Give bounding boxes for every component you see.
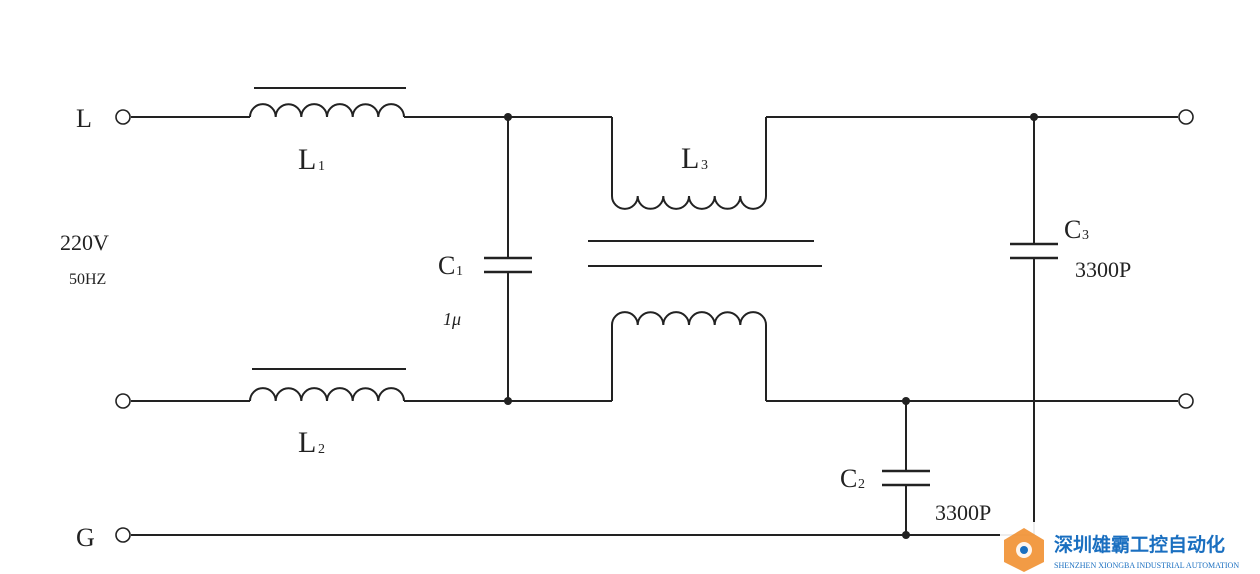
terminal-n-input (115, 393, 131, 409)
inductor-l1-coil (249, 103, 405, 118)
inductor-l1 (249, 87, 406, 118)
supply-frequency-label: 50HZ (69, 271, 106, 288)
label-c1-value: 1μ (443, 309, 461, 329)
capacitor-c3 (1010, 242, 1058, 260)
capacitor-c2 (882, 469, 930, 487)
terminal-label-ground: G (76, 523, 95, 552)
junction-c1-top (504, 113, 512, 121)
watermark-subtitle: SHENZHEN XIONGBA INDUSTRIAL AUTOMATION (1054, 561, 1239, 570)
junction-c3-top (1030, 113, 1038, 121)
terminal-g-input (115, 527, 131, 543)
terminal-n-output (1178, 393, 1194, 409)
label-l2-sub: 2 (318, 442, 325, 457)
label-c3: C 3 3300P (1064, 215, 1131, 282)
label-c1: C 1 1μ (438, 251, 463, 329)
label-l1-sub: 1 (318, 159, 325, 174)
inductor-l3 (588, 195, 822, 326)
terminal-l-input (115, 109, 131, 125)
inductor-l3-bottom-winding (611, 311, 767, 326)
supply-voltage-label: 220V (60, 230, 109, 255)
label-l3-letter: L (681, 142, 699, 175)
label-c2-letter: C (840, 464, 857, 493)
inductor-l2-coil (249, 387, 405, 402)
watermark-logo-icon (1004, 528, 1044, 572)
label-l1: L 1 (298, 143, 325, 176)
label-l3: L 3 (681, 142, 708, 175)
capacitor-c1 (484, 256, 532, 274)
junction-c2-bottom (902, 531, 910, 539)
label-c2: C 2 3300P (840, 464, 991, 525)
label-c3-sub: 3 (1082, 228, 1089, 243)
label-c3-letter: C (1064, 215, 1081, 244)
label-l2-letter: L (298, 426, 316, 459)
label-c2-value: 3300P (935, 500, 991, 525)
watermark: 深圳雄霸工控自动化 SHENZHEN XIONGBA INDUSTRIAL AU… (1000, 522, 1260, 574)
terminals (115, 109, 1194, 543)
wires (131, 116, 1178, 536)
junction-c1-bottom (504, 397, 512, 405)
label-c1-letter: C (438, 251, 455, 280)
terminal-l-output (1178, 109, 1194, 125)
watermark-title: 深圳雄霸工控自动化 (1054, 533, 1225, 556)
label-c2-sub: 2 (858, 477, 865, 492)
inductor-l3-top-winding (611, 195, 767, 210)
terminal-label-line: L (76, 104, 92, 133)
label-l1-letter: L (298, 143, 316, 176)
label-c3-value: 3300P (1075, 257, 1131, 282)
junction-c2-top (902, 397, 910, 405)
junctions (504, 113, 1038, 539)
label-l2: L 2 (298, 426, 325, 459)
label-c1-sub: 1 (456, 264, 463, 279)
label-l3-sub: 3 (701, 158, 708, 173)
inductor-l2 (249, 368, 406, 402)
